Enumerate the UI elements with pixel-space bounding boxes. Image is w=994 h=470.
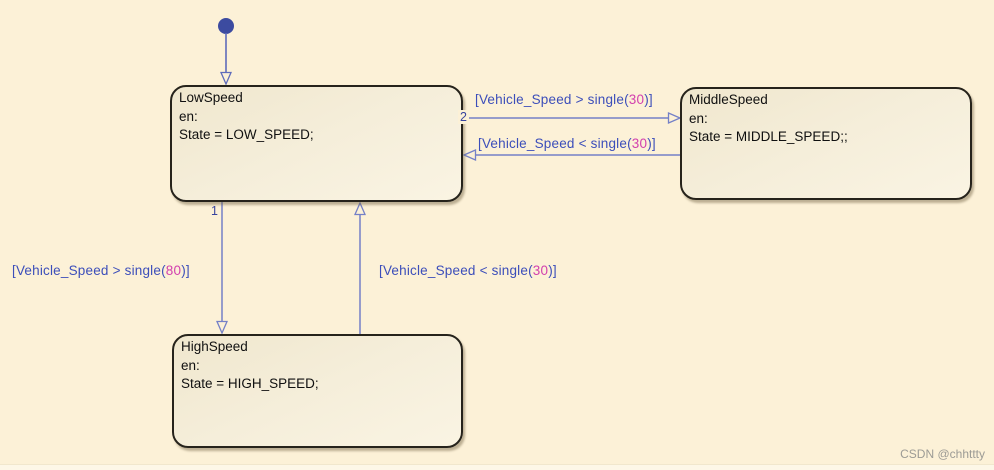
- state-action: State = HIGH_SPEED;: [181, 376, 319, 391]
- condition-text: )]: [181, 263, 190, 278]
- state-action: State = MIDDLE_SPEED;;: [689, 129, 848, 144]
- condition-text: [Vehicle_Speed > single(: [475, 92, 629, 107]
- condition-number: 30: [631, 136, 648, 151]
- condition-number: 80: [165, 263, 182, 278]
- condition-text: [Vehicle_Speed > single(: [12, 263, 166, 278]
- state-entry-label: en:: [689, 110, 708, 126]
- state-action: State = LOW_SPEED;: [179, 127, 314, 142]
- default-transition-arrowhead[interactable]: [220, 71, 232, 86]
- condition-text: [Vehicle_Speed < single(: [478, 136, 632, 151]
- csdn-watermark: CSDN @chhttty: [900, 447, 985, 461]
- transition-low-to-middle-arrowhead[interactable]: [667, 112, 682, 124]
- transition-low-to-high-arrowhead[interactable]: [216, 320, 228, 335]
- state-title: HighSpeed: [181, 339, 248, 354]
- transition-high-to-low-arrowhead[interactable]: [354, 201, 366, 216]
- state-lowspeed[interactable]: LowSpeed en: State = LOW_SPEED;: [170, 85, 463, 202]
- state-middlespeed[interactable]: MiddleSpeed en: State = MIDDLE_SPEED;;: [680, 87, 972, 200]
- condition-text: )]: [647, 136, 656, 151]
- transition-condition-middle-to-low[interactable]: [Vehicle_Speed < single(30)]: [478, 136, 656, 151]
- condition-text: )]: [548, 263, 557, 278]
- canvas-bottom-edge: [0, 464, 994, 470]
- transition-order-low-to-middle[interactable]: 2: [458, 110, 469, 124]
- state-title: MiddleSpeed: [689, 92, 768, 107]
- state-highspeed[interactable]: HighSpeed en: State = HIGH_SPEED;: [172, 334, 463, 448]
- condition-text: )]: [644, 92, 653, 107]
- state-entry-label: en:: [181, 357, 200, 373]
- condition-text: [Vehicle_Speed < single(: [379, 263, 533, 278]
- transition-condition-low-to-middle[interactable]: [Vehicle_Speed > single(30)]: [475, 92, 653, 107]
- transition-middle-to-low-arrowhead[interactable]: [462, 149, 477, 161]
- transition-condition-low-to-high[interactable]: [Vehicle_Speed > single(80)]: [12, 263, 190, 278]
- condition-number: 30: [628, 92, 645, 107]
- transition-condition-high-to-low[interactable]: [Vehicle_Speed < single(30)]: [379, 263, 557, 278]
- transition-order-low-to-high[interactable]: 1: [211, 204, 218, 218]
- initial-state-dot[interactable]: [218, 18, 234, 34]
- state-title: LowSpeed: [179, 90, 243, 105]
- state-entry-label: en:: [179, 108, 198, 124]
- condition-number: 30: [532, 263, 549, 278]
